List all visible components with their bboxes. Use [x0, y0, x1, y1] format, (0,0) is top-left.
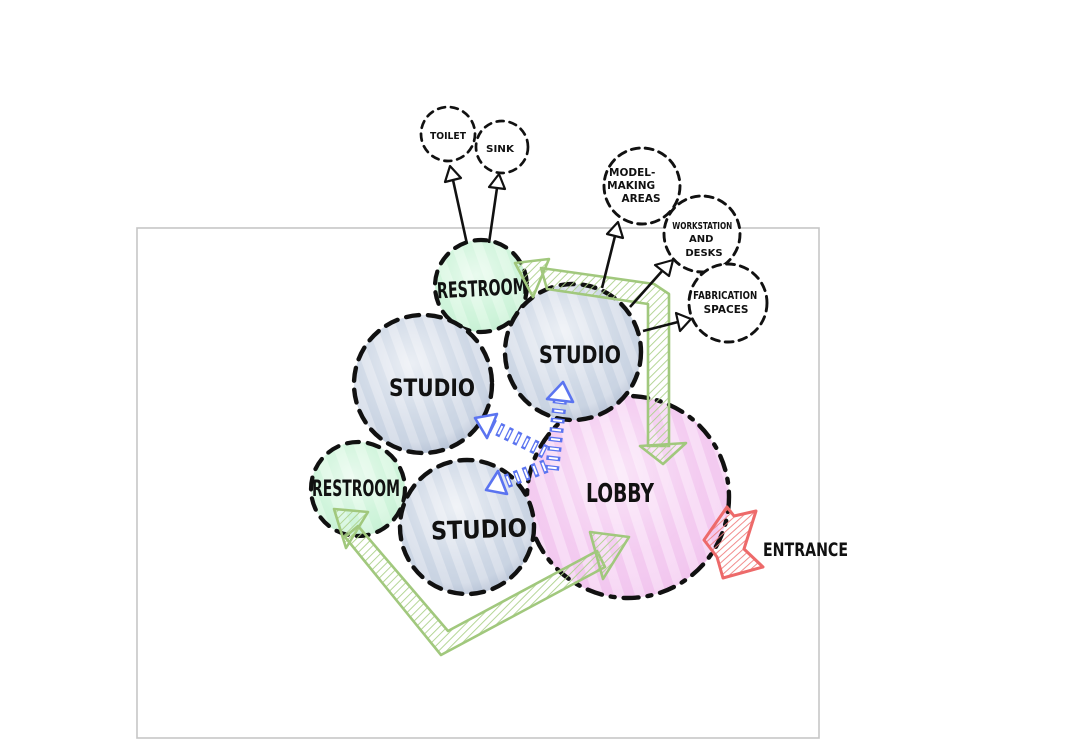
room-label: STUDIO [539, 341, 621, 369]
bubble-label-line: WORKSTATION [672, 221, 732, 232]
circulation-arrowhead-lobby-icon [588, 530, 631, 581]
room-circle-outline [397, 457, 537, 597]
bubble-label: TOILET [430, 131, 466, 142]
room-circle-shade [505, 284, 641, 420]
room-circle-outline [524, 393, 732, 601]
room-label: STUDIO [389, 374, 475, 402]
bubble-label-line: MODEL- [609, 167, 655, 179]
workstation-link-arrow-icon [629, 258, 675, 308]
flow-arrows [473, 380, 575, 496]
room-studio-top-right: STUDIO [502, 281, 644, 423]
bubble-label-line: MAKING [607, 180, 655, 192]
bubble-label-line: SPACES [704, 304, 749, 316]
room-circle-shade [354, 315, 492, 453]
bubble-label: SINK [486, 144, 515, 155]
entrance-marker: ENTRANCE [702, 505, 848, 580]
svg-text:WORKSTATION AND DE: WORKSTATION AND DESKS [672, 221, 735, 259]
room-label: STUDIO [430, 513, 527, 545]
bubble-outline [687, 262, 769, 344]
room-label: RESTROOM [312, 477, 400, 502]
flow-arrow-up-icon [545, 380, 575, 471]
circulation-path-top [513, 257, 688, 466]
flow-arrow-studio-bottom-icon [484, 459, 549, 496]
bubble-label-line: AREAS [621, 193, 660, 205]
circulation-terminal-lobby-icon [638, 441, 688, 466]
bubble-toilet: TOILET [419, 105, 477, 163]
bubble-workstation: WORKSTATION AND DESKS [662, 194, 742, 274]
bubble-fabrication: FABRICATION SPACES [687, 262, 769, 344]
model-making-link-arrow-icon [600, 220, 625, 289]
room-restroom-top: RESTROOM [432, 237, 530, 335]
flow-arrow-studio-left-icon [473, 412, 549, 459]
room-studio-left: STUDIO [351, 312, 495, 456]
bubble-model-making: MODEL- MAKING AREAS [602, 146, 682, 226]
room-circle-shade [435, 240, 527, 332]
room-label: RESTROOM [436, 275, 527, 305]
room-label: LOBBY [586, 479, 655, 509]
room-circle-outline [351, 312, 495, 456]
bubble-outline [662, 194, 742, 274]
entrance-label: ENTRANCE [763, 539, 848, 561]
circulation-path-bottom [332, 507, 631, 657]
toilet-link-arrow-icon [443, 164, 469, 245]
sink-link-arrow-icon [487, 172, 507, 244]
bubble-label-line: FABRICATION [693, 290, 757, 302]
bubble-outline [419, 105, 477, 163]
bubble-label-line: AND [689, 234, 713, 245]
bubble-sink: SINK [474, 119, 530, 175]
bubble-outline [474, 119, 530, 175]
bubble-label-line: DESKS [685, 248, 722, 259]
room-studio-bottom: STUDIO [397, 457, 537, 597]
svg-text:FABRICATION SPACES: FABRICATION SPACES [693, 290, 761, 316]
site-boundary [136, 227, 820, 739]
bubble-outline [602, 146, 682, 226]
link-arrows [443, 164, 693, 333]
svg-text:MODEL- MAKING AREA: MODEL- MAKING AREAS [607, 167, 660, 205]
room-lobby: LOBBY [524, 393, 732, 601]
fabrication-link-arrow-icon [642, 311, 693, 333]
entrance-arrow-icon [702, 505, 765, 580]
